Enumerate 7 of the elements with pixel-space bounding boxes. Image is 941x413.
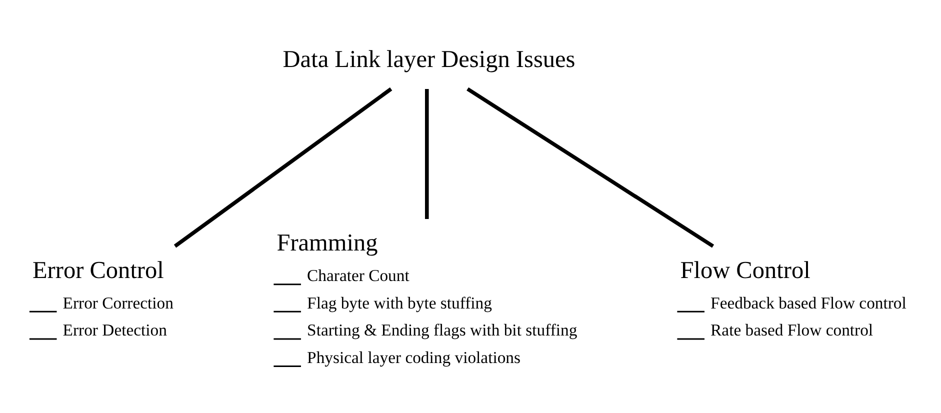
connector — [425, 88, 429, 219]
node-text: Framming Charater Count Flag byte with byte stuffing Starting & Ending flags with bit stuffing Physical layer coding violations — [276, 229, 578, 366]
node-text: Error Control Error Correction Error Detection — [32, 256, 174, 340]
node-text: Flow Control Feedback based Flow control Rate based Flow control — [680, 256, 906, 340]
connector — [174, 86, 392, 248]
connector — [466, 86, 714, 248]
node-text: Data Link layer Design Issues — [282, 46, 576, 73]
